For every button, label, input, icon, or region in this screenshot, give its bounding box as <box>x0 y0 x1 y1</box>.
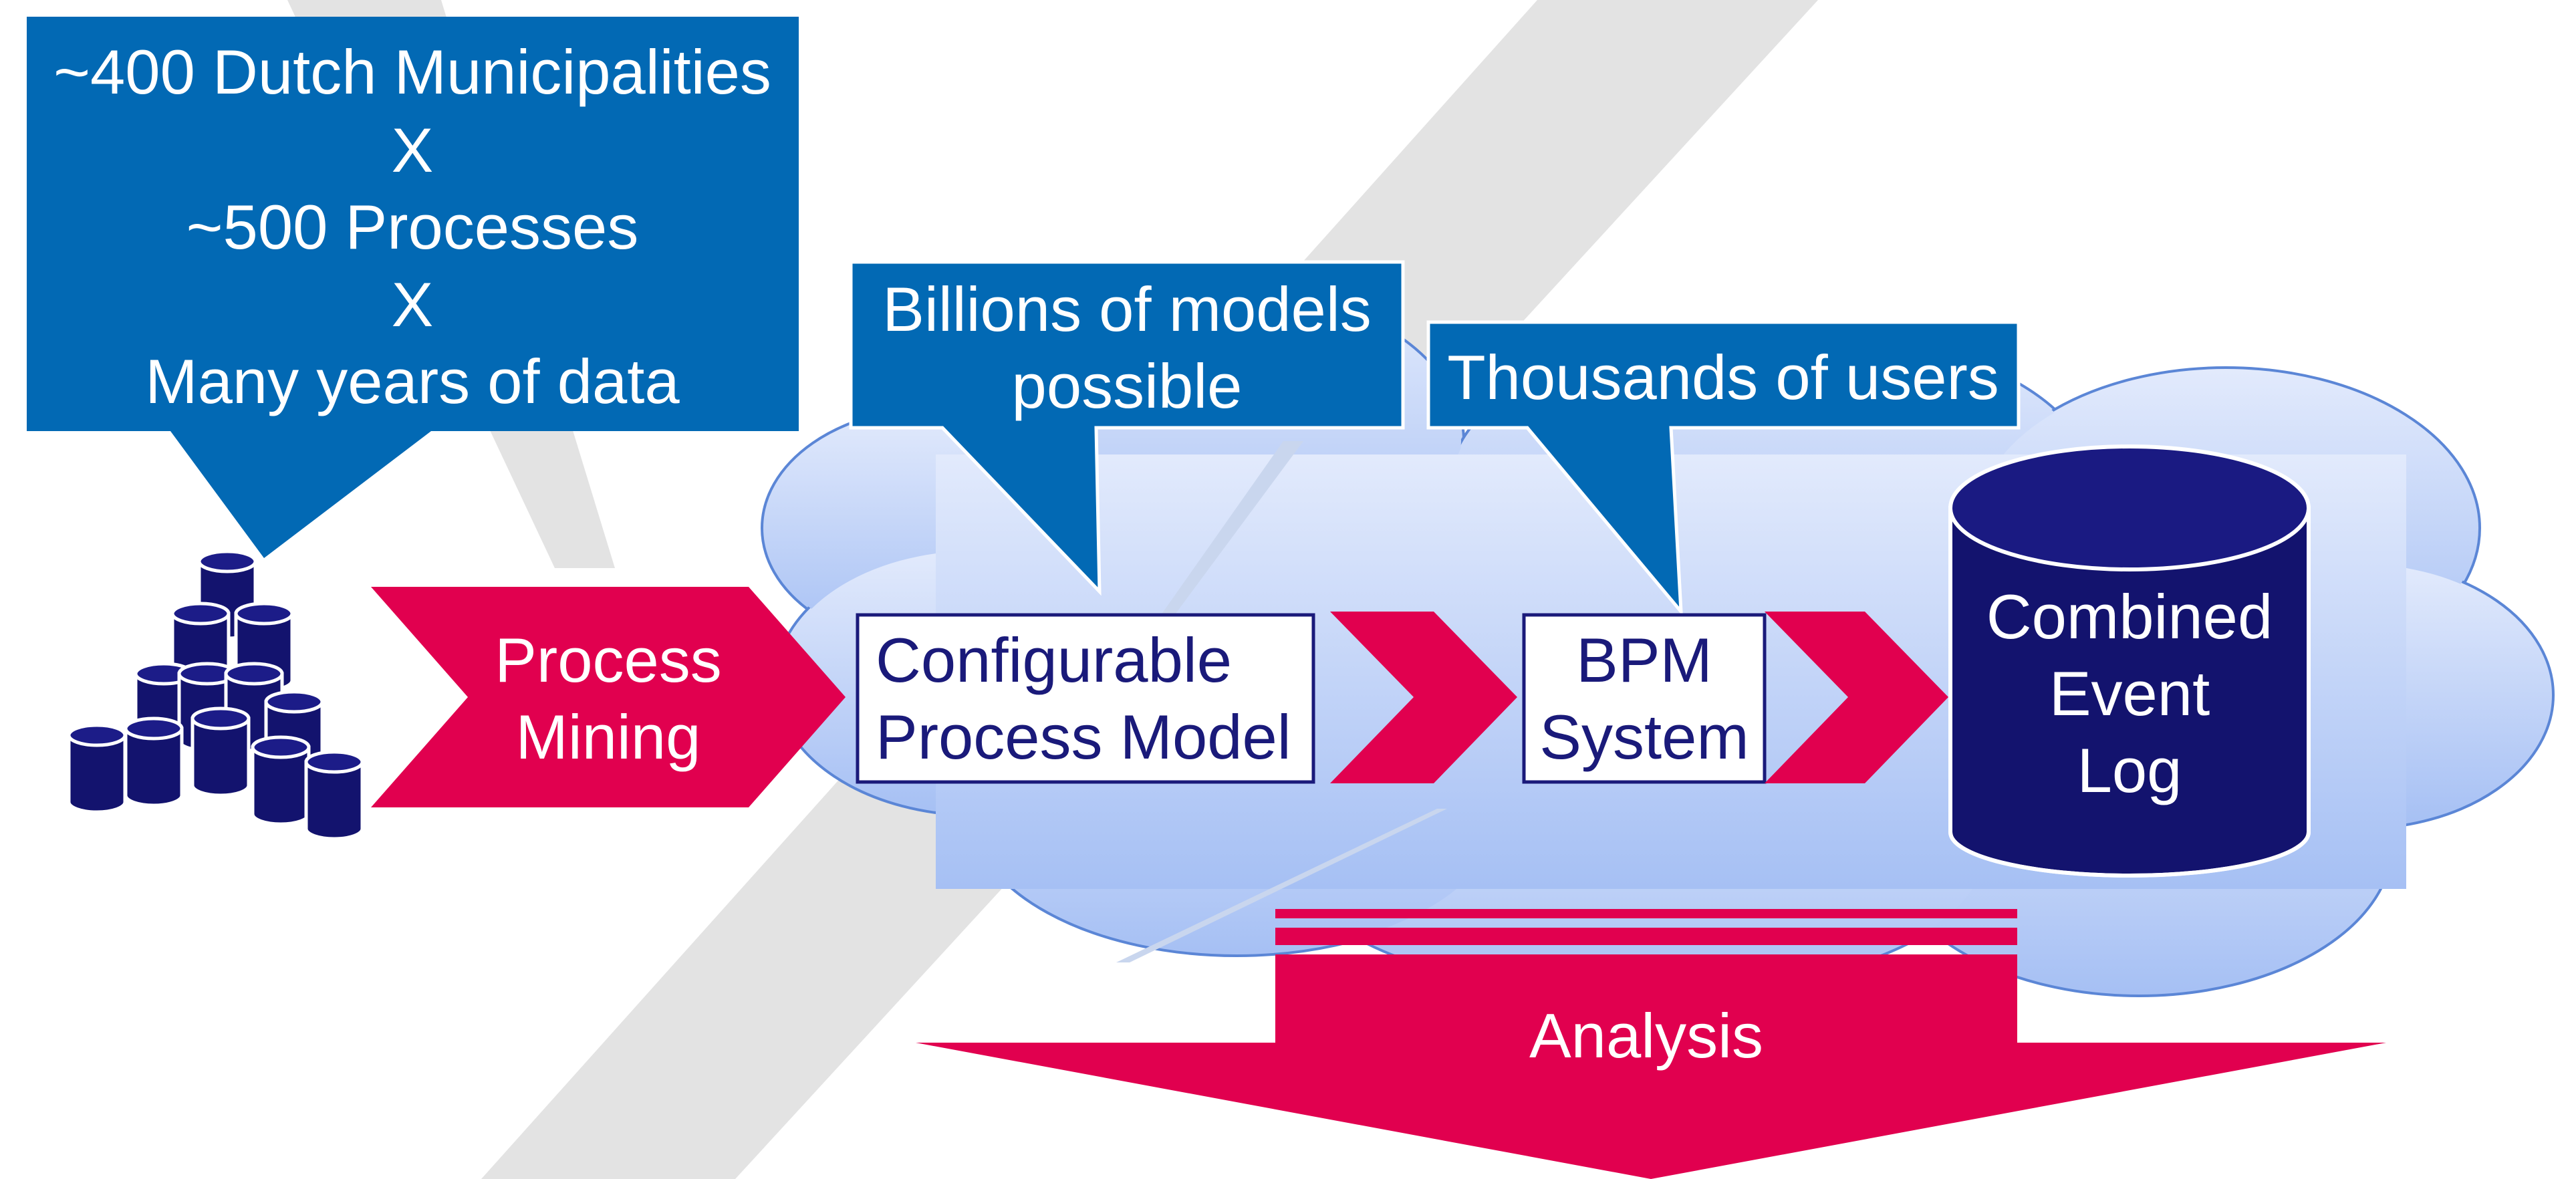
chevron-arrow-1 <box>1330 612 1517 783</box>
analysis-arrow: Analysis <box>916 909 2386 1179</box>
stack-cylinder-8 <box>67 723 127 814</box>
callout-municipalities-line-4: X <box>392 269 434 340</box>
callout-users-line-1: Thousands of users <box>1447 342 1999 412</box>
database-stack-icon <box>67 549 364 841</box>
callout-municipalities-line-1: ~400 Dutch Municipalities <box>53 37 771 107</box>
stack-cylinder-9 <box>124 716 184 807</box>
bpm-system-label-1: BPM <box>1576 625 1712 695</box>
callout-municipalities: ~400 Dutch Municipalities X ~500 Process… <box>27 17 799 558</box>
configurable-model-label-1: Configurable <box>876 625 1232 695</box>
combined-log-label-3: Log <box>2077 735 2182 805</box>
callout-municipalities-line-3: ~500 Processes <box>186 192 639 262</box>
callout-models: Billions of models possible <box>849 260 1405 596</box>
process-mining-label-1: Process <box>495 625 722 695</box>
analysis-label: Analysis <box>1529 1001 1763 1071</box>
configurable-model-label-2: Process Model <box>876 702 1291 772</box>
stack-cylinder-11 <box>251 735 311 826</box>
process-mining-arrow: Process Mining <box>371 587 846 807</box>
callout-users: Thousands of users <box>1426 320 2021 617</box>
bpm-system-box: BPM System <box>1522 613 1767 784</box>
callout-models-line-2: possible <box>1012 351 1243 421</box>
callout-municipalities-line-2: X <box>392 115 434 185</box>
chevron-arrow-2 <box>1765 612 1948 783</box>
combined-log-label-2: Event <box>2049 658 2210 729</box>
bpm-system-label-2: System <box>1539 702 1749 772</box>
process-mining-label-2: Mining <box>516 702 701 772</box>
stack-cylinder-10 <box>190 706 251 797</box>
stack-cylinder-12 <box>304 750 364 841</box>
beam-lines <box>1116 441 1447 962</box>
callout-models-line-1: Billions of models <box>882 274 1371 344</box>
callout-municipalities-line-5: Many years of data <box>145 346 680 416</box>
configurable-process-model-box: Configurable Process Model <box>856 613 1315 784</box>
combined-event-log-database-icon: Combined Event Log <box>1948 444 2311 878</box>
combined-log-label-1: Combined <box>1986 581 2273 652</box>
